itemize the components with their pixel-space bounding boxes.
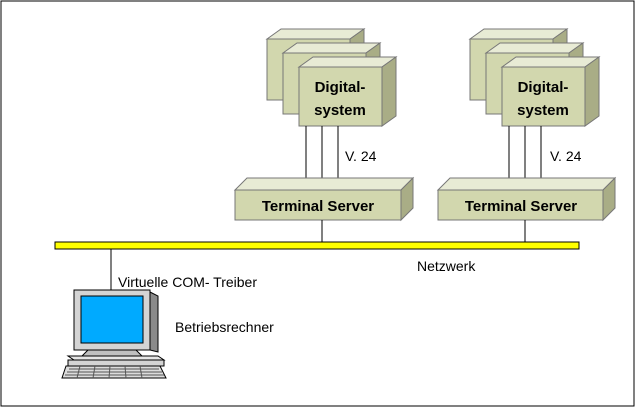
digital-system-label-right-1: Digital- [518, 79, 569, 96]
terminal-server-right: Terminal Server [436, 176, 617, 222]
terminal-server-label-left: Terminal Server [262, 198, 374, 215]
digital-system-stack-left: Digital- system [265, 28, 398, 127]
monitor-screen [80, 295, 144, 344]
v24-label-left: V. 24 [345, 148, 377, 164]
v24-lines-right [508, 126, 542, 178]
computer-label: Betriebsrechner [175, 319, 274, 335]
v24-label-right: V. 24 [550, 148, 582, 164]
computer-icon [61, 289, 167, 379]
digital-system-stack-right: Digital- system [468, 28, 601, 127]
network-bus [54, 241, 580, 250]
digital-system-label-left-1: Digital- [315, 79, 366, 96]
v24-lines-left [305, 126, 339, 178]
terminal-server-left: Terminal Server [233, 176, 415, 222]
driver-label: Virtuelle COM- Treiber [118, 274, 257, 290]
terminal-server-label-right: Terminal Server [465, 198, 577, 215]
digital-system-label-right-2: system [517, 102, 569, 119]
network-label: Netzwerk [417, 258, 476, 274]
digital-system-label-left-2: system [314, 102, 366, 119]
